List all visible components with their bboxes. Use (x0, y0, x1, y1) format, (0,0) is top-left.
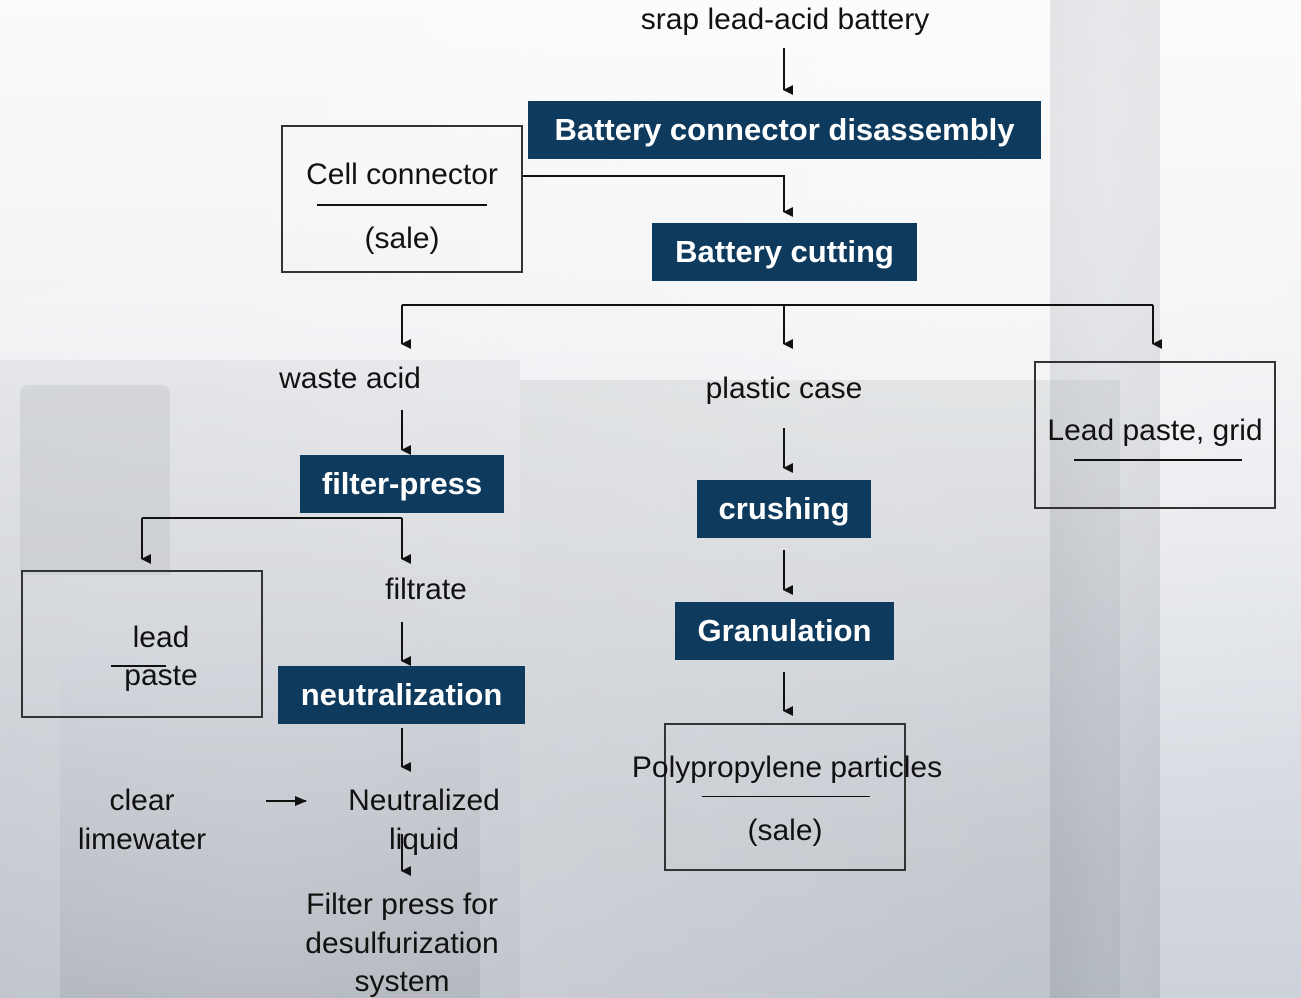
process-crushing: crushing (697, 480, 871, 538)
cell-connector-box: Cell connector (sale) (281, 125, 523, 273)
lead-paste-grid-divider (1074, 459, 1242, 461)
lead-paste-box: lead paste (21, 570, 263, 718)
polypropylene-box (664, 723, 906, 871)
lead-paste-divider (111, 665, 166, 667)
clear-limewater-label-line1: clear (109, 784, 175, 817)
clear-limewater-label-line2: limewater (77, 823, 207, 856)
process-neutralization: neutralization (278, 666, 525, 724)
polypropylene-divider (702, 796, 870, 797)
process-battery-connector-disassembly: Battery connector disassembly (528, 101, 1041, 159)
lead-paste-line2: paste (124, 659, 198, 692)
lead-paste-grid-box: Lead paste, grid (1034, 361, 1276, 509)
waste-acid-label: waste acid (279, 362, 421, 395)
start-label: srap lead-acid battery (640, 3, 930, 36)
cell-connector-divider (317, 204, 487, 206)
polypropylene-sale: (sale) (747, 814, 823, 847)
cell-connector-title: Cell connector (306, 158, 498, 191)
neutralized-liquid-line2: liquid (388, 823, 460, 856)
desulfurization-line3: system (354, 965, 450, 998)
process-filter-press: filter-press (300, 455, 504, 513)
neutralized-liquid-line1: Neutralized (348, 784, 500, 817)
cell-connector-sale: (sale) (364, 222, 440, 255)
desulfurization-line2: desulfurization (305, 927, 499, 960)
lead-paste-grid-title: Lead paste, grid (1047, 414, 1263, 447)
process-battery-cutting: Battery cutting (652, 223, 917, 281)
lead-paste-line1: lead (132, 621, 190, 654)
plastic-case-label: plastic case (705, 372, 863, 405)
polypropylene-title: Polypropylene particles (631, 751, 943, 784)
arrow-cell-connector-to-cutting (522, 175, 793, 217)
filtrate-label: filtrate (385, 573, 467, 606)
desulfurization-line1: Filter press for (306, 888, 498, 921)
process-granulation: Granulation (675, 602, 894, 660)
